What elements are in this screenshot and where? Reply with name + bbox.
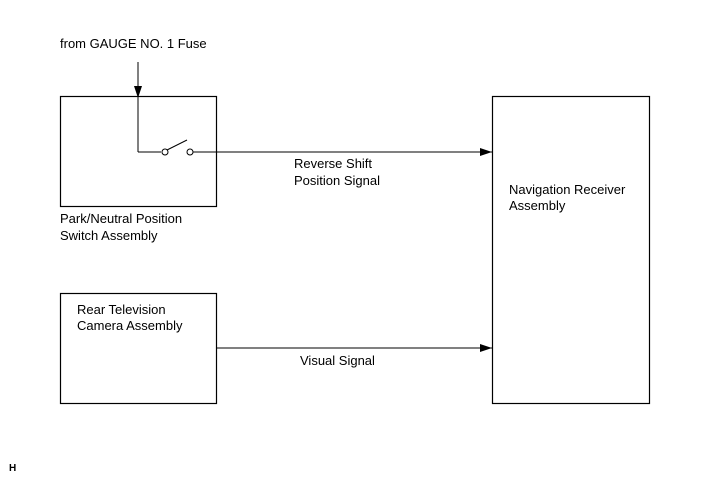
rear-camera-box — [59, 292, 218, 405]
reverse-signal-label-line2: Position Signal — [294, 173, 380, 188]
park-neutral-switch-label-line2: Switch Assembly — [60, 228, 158, 243]
navigation-receiver-label-line1: Navigation Receiver — [509, 182, 626, 197]
rear-camera-label-line1: Rear Television — [77, 302, 166, 317]
corner-code-label: H — [9, 463, 17, 474]
navigation-receiver-label-line2: Assembly — [509, 198, 566, 213]
rear-camera-label-line2: Camera Assembly — [77, 318, 183, 333]
switch-contact-right — [186, 148, 194, 156]
visual-signal-label: Visual Signal — [300, 353, 375, 368]
switch-contact-left — [161, 148, 169, 156]
navigation-receiver-box — [491, 95, 651, 405]
park-neutral-switch-label-line1: Park/Neutral Position — [60, 211, 183, 226]
reverse-signal-label-line1: Reverse Shift — [294, 156, 373, 171]
fuse-source-label: from GAUGE NO. 1 Fuse — [60, 36, 207, 51]
switch-blade — [166, 139, 188, 151]
